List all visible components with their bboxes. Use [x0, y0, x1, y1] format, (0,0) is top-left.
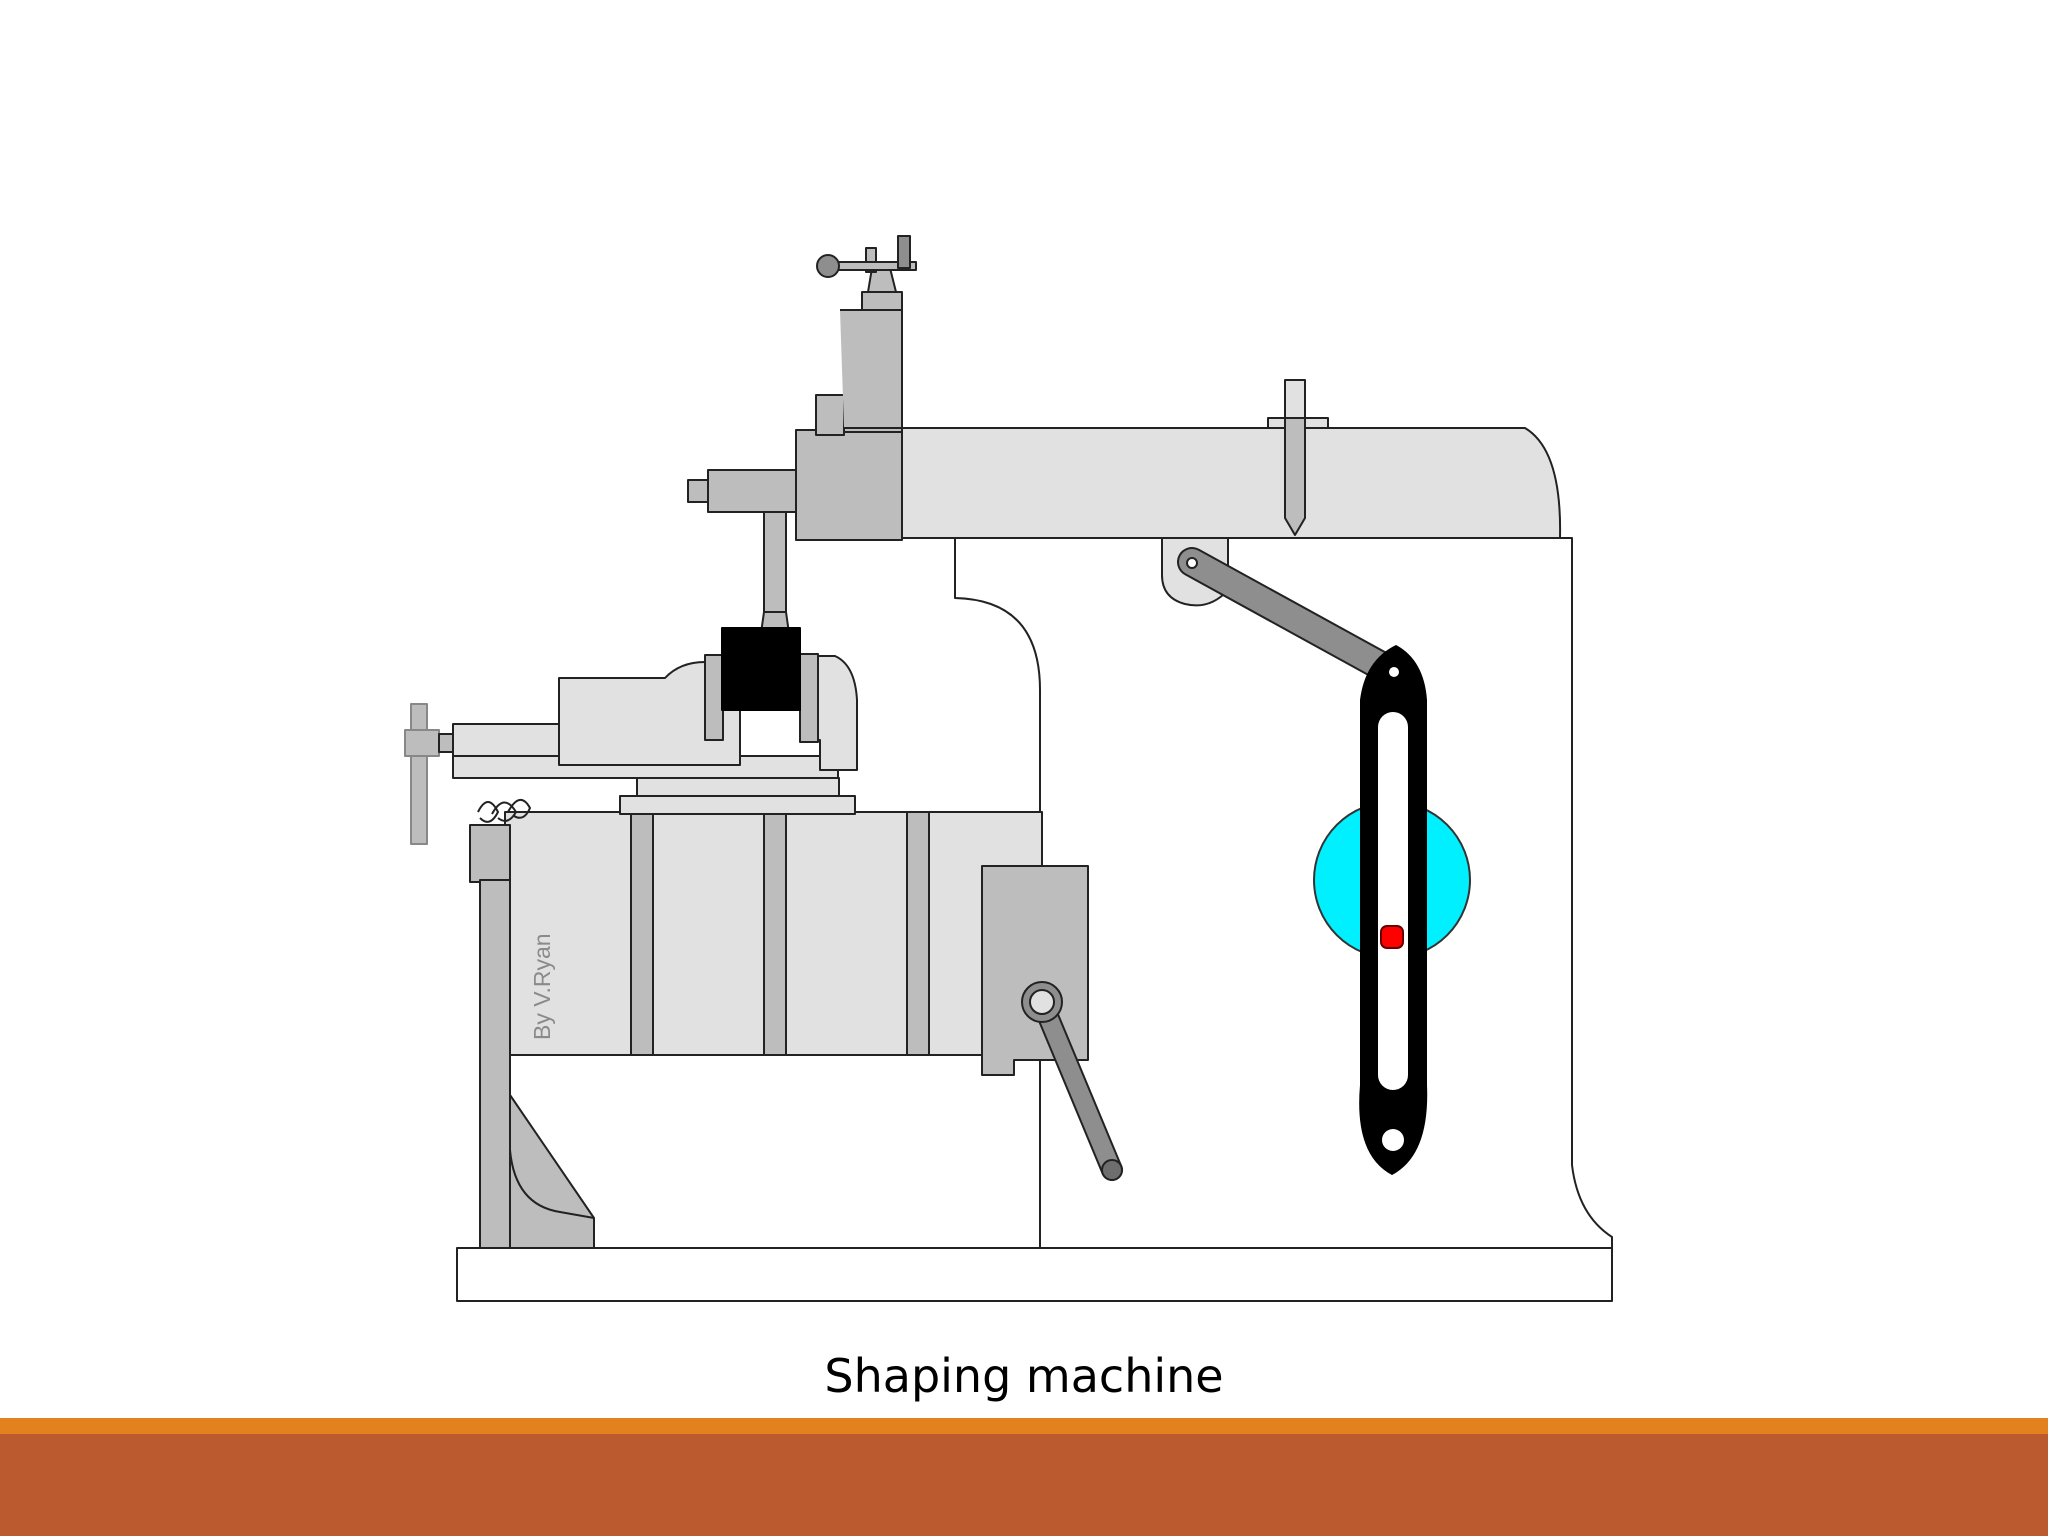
ram-link — [1161, 537, 1407, 687]
vice-handle[interactable] — [404, 703, 454, 845]
table-crank[interactable] — [981, 865, 1123, 1181]
ram — [901, 427, 1562, 539]
table-support — [469, 824, 595, 1249]
footer-accent-line — [0, 1418, 2048, 1434]
slide-caption: Shaping machine — [824, 1349, 1224, 1403]
stroke-adjuster — [1267, 379, 1329, 536]
crank-pin — [1380, 925, 1404, 949]
machine-base — [456, 1247, 1613, 1302]
work-table — [504, 811, 1043, 1056]
shaping-machine-diagram: By V.Ryan — [404, 235, 1613, 1302]
tool-head — [687, 293, 903, 641]
workpiece — [721, 627, 801, 711]
author-credit: By V.Ryan — [529, 933, 555, 1040]
footer-band — [0, 1434, 2048, 1536]
vice — [452, 653, 858, 815]
swarf-chips — [477, 799, 531, 823]
feed-handle[interactable] — [816, 235, 917, 311]
rocker-arm — [1359, 645, 1428, 1175]
